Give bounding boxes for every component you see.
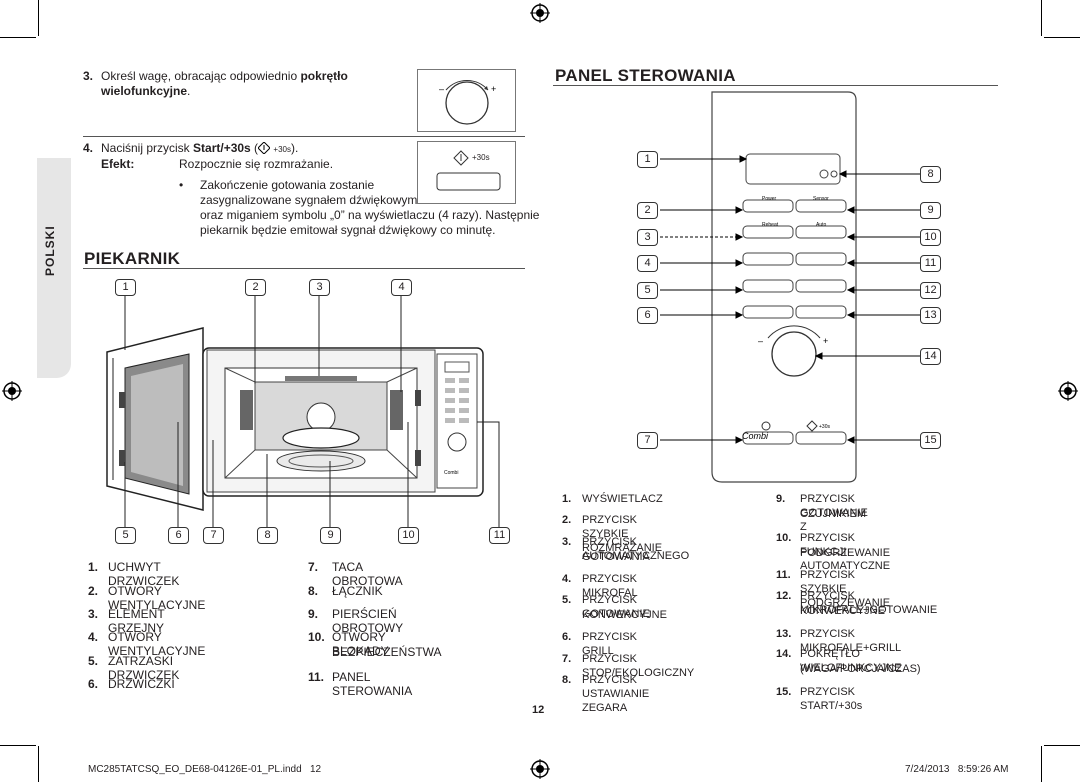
callout-8: 8 bbox=[920, 166, 941, 183]
svg-text:+: + bbox=[491, 84, 496, 94]
callout-4: 4 bbox=[637, 255, 658, 272]
step-text: Naciśnij przycisk bbox=[101, 141, 194, 155]
start-icon-label: +30s bbox=[472, 153, 490, 162]
registration-mark-icon bbox=[530, 3, 550, 23]
callout-10: 10 bbox=[920, 229, 941, 246]
callout-13: 13 bbox=[920, 307, 941, 324]
step-4: 4. Naciśnij przycisk Start/+30s ( +30s). bbox=[83, 141, 299, 155]
auto-label: Auto bbox=[816, 222, 827, 228]
dial-illustration: – + bbox=[417, 69, 516, 132]
effect-text: Zakończenie gotowania zostanie bbox=[200, 178, 375, 192]
svg-text:–: – bbox=[758, 336, 763, 346]
callout-15: 15 bbox=[920, 432, 941, 449]
callout-8: 8 bbox=[257, 527, 278, 544]
effect-block: Efekt: Rozpocznie się rozmrażanie. • Zak… bbox=[101, 157, 541, 237]
bullet: • bbox=[179, 178, 184, 192]
panel-section-title: PANEL STEROWANIA bbox=[555, 66, 736, 85]
crop-mark bbox=[1044, 745, 1080, 746]
combi-label: Combi bbox=[742, 431, 769, 441]
callout-12: 12 bbox=[920, 282, 941, 299]
crop-mark bbox=[1041, 746, 1042, 782]
callout-14: 14 bbox=[920, 348, 941, 365]
crop-mark bbox=[0, 745, 36, 746]
effect-text: zasygnalizowane sygnałem dźwiękowym bbox=[200, 193, 418, 207]
callout-1: 1 bbox=[637, 151, 658, 168]
footer-filename: MC285TATCSQ_EO_DE68-04126E-01_PL.indd 12 bbox=[88, 764, 322, 775]
effect-text: oraz miganiem symbolu „0” na wyświetlacz… bbox=[200, 208, 540, 222]
crop-mark bbox=[1044, 37, 1080, 38]
registration-mark-icon bbox=[530, 759, 550, 779]
callout-3: 3 bbox=[637, 229, 658, 246]
callout-1: 1 bbox=[115, 279, 136, 296]
step-text-bold: pokrętło bbox=[300, 69, 348, 83]
start-icon bbox=[257, 141, 271, 155]
step-text: . bbox=[187, 84, 191, 98]
power-label: Power bbox=[762, 196, 777, 202]
callout-11: 11 bbox=[920, 255, 941, 272]
step-text: ). bbox=[290, 141, 299, 155]
callout-6: 6 bbox=[637, 307, 658, 324]
callout-7: 7 bbox=[203, 527, 224, 544]
start-button-illustration: +30s bbox=[417, 141, 516, 204]
step-number: 4. bbox=[83, 141, 94, 155]
language-tab: POLSKI bbox=[37, 158, 71, 378]
effect-text: Rozpocznie się rozmrażanie. bbox=[179, 157, 334, 171]
oven-illustration: Combi bbox=[106, 294, 500, 528]
callout-9: 9 bbox=[920, 202, 941, 219]
divider bbox=[83, 268, 525, 269]
divider bbox=[83, 136, 525, 137]
oven-section-title: PIEKARNIK bbox=[84, 249, 181, 268]
callout-6: 6 bbox=[168, 527, 189, 544]
step-text-bold: Start/+30s bbox=[193, 141, 251, 155]
registration-mark-icon bbox=[1058, 381, 1078, 401]
mini-panel-label: Combi bbox=[444, 470, 458, 476]
plus30-label: +30s bbox=[819, 424, 830, 430]
crop-mark bbox=[0, 37, 36, 38]
svg-text:+: + bbox=[823, 336, 828, 346]
page-number: 12 bbox=[532, 704, 545, 716]
sensor-label: Sensor bbox=[813, 196, 829, 202]
registration-mark-icon bbox=[2, 381, 22, 401]
step-text-bold: wielofunkcyjne bbox=[101, 84, 188, 98]
crop-mark bbox=[38, 0, 39, 36]
callout-11: 11 bbox=[489, 527, 510, 544]
footer-timestamp: 7/24/2013 8:59:26 AM bbox=[905, 764, 1009, 775]
step-text: Określ wagę, obracając odpowiednio bbox=[101, 69, 301, 83]
crop-mark bbox=[38, 746, 39, 782]
reheat-label: Reheat bbox=[762, 222, 779, 228]
callout-5: 5 bbox=[637, 282, 658, 299]
crop-mark bbox=[1041, 0, 1042, 36]
callout-7: 7 bbox=[637, 432, 658, 449]
callout-3: 3 bbox=[309, 279, 330, 296]
language-tab-label: POLSKI bbox=[43, 225, 57, 276]
callout-9: 9 bbox=[320, 527, 341, 544]
step-3: 3. Określ wagę, obracając odpowiednio po… bbox=[83, 69, 403, 98]
svg-text:–: – bbox=[439, 84, 444, 94]
callout-10: 10 bbox=[398, 527, 419, 544]
step-number: 3. bbox=[83, 69, 94, 83]
effect-label: Efekt: bbox=[101, 157, 135, 171]
step-icon-text: +30s bbox=[273, 145, 291, 154]
divider bbox=[553, 85, 998, 86]
control-panel-illustration: Power Sensor Reheat Auto +30s – + Combi bbox=[660, 91, 920, 483]
callout-5: 5 bbox=[115, 527, 136, 544]
effect-text: piekarnik będzie emitował sygnał dźwięko… bbox=[200, 223, 496, 237]
callout-2: 2 bbox=[637, 202, 658, 219]
callout-2: 2 bbox=[245, 279, 266, 296]
callout-4: 4 bbox=[391, 279, 412, 296]
